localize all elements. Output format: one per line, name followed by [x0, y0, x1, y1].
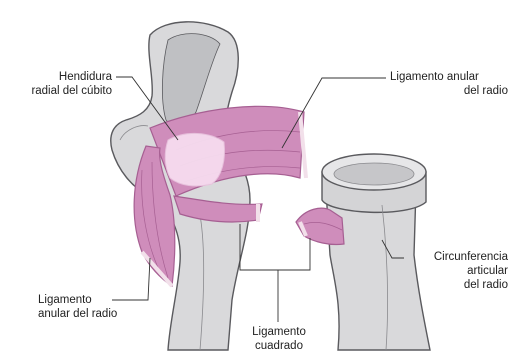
label-hendidura: Hendidura radial del cúbito: [2, 70, 112, 98]
label-ligamento-anular-top: Ligamento anular del radio: [390, 70, 510, 98]
label-ligamento-cuadrado: Ligamento cuadrado: [236, 325, 322, 353]
label-circunferencia: Circunferencia articular del radio: [398, 250, 508, 292]
leader-lig-cuadrado: [240, 224, 310, 270]
radial-notch-highlight: [165, 133, 224, 186]
label-ligamento-anular-bottom: Ligamento anular del radio: [38, 293, 148, 321]
